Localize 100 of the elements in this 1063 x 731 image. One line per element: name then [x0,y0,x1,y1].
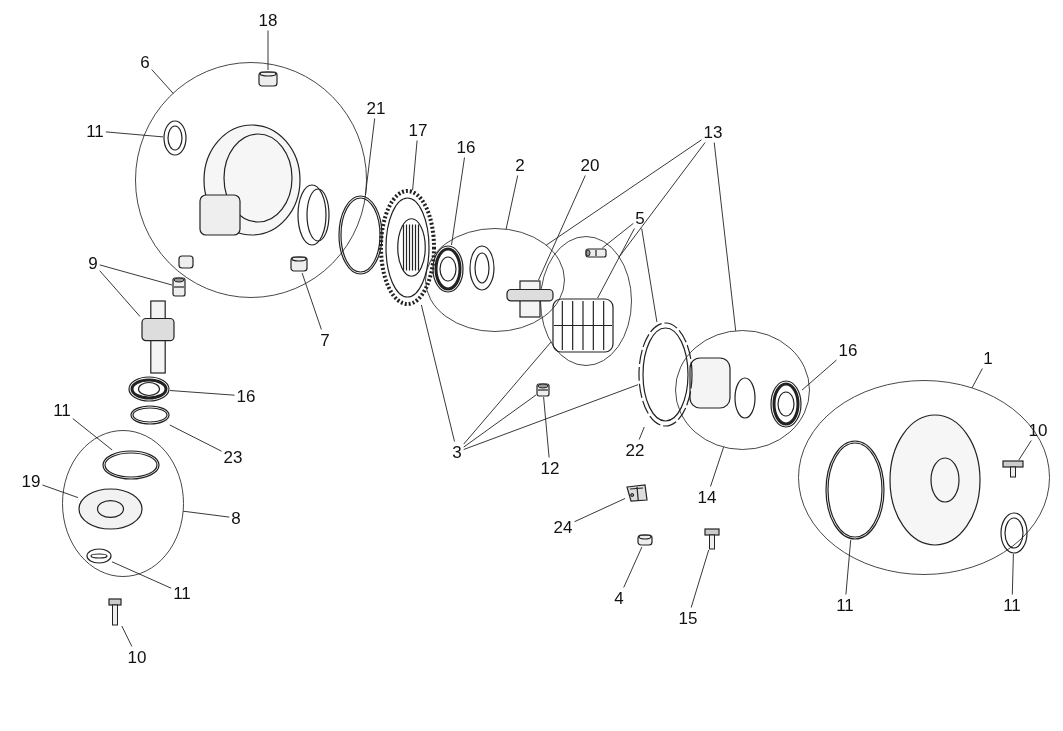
leader-line [601,222,634,249]
leader-line [105,131,164,138]
callout-number: 11 [53,401,71,419]
leader-line [99,264,173,286]
ball-bearing [770,380,802,428]
assembly-outline [540,236,632,366]
ball-bearing [432,245,464,293]
roller-cage [552,298,614,353]
leader-line [72,418,113,451]
callout-number: 16 [236,387,256,405]
pin [585,248,607,258]
callout-number: 11 [836,596,854,614]
callout-number: 3 [452,443,462,461]
callout-number: 24 [553,518,573,536]
leader-line [463,394,537,448]
callout-number: 1 [983,349,993,367]
shaft [140,300,176,374]
assembly-outline [425,228,565,332]
callout-number: 12 [540,459,560,477]
leader-line [1018,440,1032,461]
pin [172,277,186,297]
bolt [108,598,122,626]
callout-number: 2 [515,156,525,174]
leader-line [463,341,552,445]
plug [637,533,653,547]
leader-line [713,142,737,332]
callout-number: 11 [173,584,191,602]
callout-number: 14 [697,488,717,506]
oil-seal [1000,512,1028,554]
leader-line [505,175,519,230]
leader-line [169,390,235,396]
callout-number: 11 [1003,596,1021,614]
leader-line [623,546,643,588]
plug [258,70,278,88]
leader-line [364,118,376,196]
leader-line [690,549,710,608]
leader-line [451,157,465,246]
callout-number: 10 [1028,421,1048,439]
callout-number: 7 [320,331,330,349]
leader-line [574,498,626,523]
callout-number: 20 [580,156,600,174]
leader-line [267,30,269,71]
leader-line [543,396,550,458]
ball-bearing [128,376,170,402]
callout-number: 23 [223,448,243,466]
callout-number: 22 [625,441,645,459]
shaft [505,280,555,318]
leader-line [538,175,586,281]
assembly-outline [62,430,184,577]
callout-number: 16 [456,138,476,156]
leader-line [845,539,852,595]
callout-number: 19 [21,472,41,490]
leader-line [463,384,639,450]
cover-plate [78,488,143,530]
callout-number: 5 [635,209,645,227]
leader-line [182,510,230,518]
o-ring [102,450,160,480]
assembly-outline [675,330,810,450]
o-ring [130,405,170,425]
leader-line [801,359,837,391]
leader-line [618,142,706,258]
callout-number: 9 [88,254,98,272]
leader-line [151,69,174,94]
o-ring [825,440,885,540]
leader-line [638,426,645,440]
callout-number: 8 [231,509,241,527]
leader-line [1011,553,1014,595]
callout-number: 11 [86,122,104,140]
assembly-outline [798,380,1050,575]
plug [290,255,308,273]
o-ring [338,195,383,275]
callout-number: 15 [678,609,698,627]
callout-number: 4 [614,589,624,607]
retainer-plate [638,322,693,427]
leader-line [710,446,725,487]
callout-number: 18 [258,11,278,29]
clip [625,483,649,503]
leader-line [169,424,222,452]
bolt [1002,460,1024,478]
leader-line [111,561,172,589]
leader-line [301,272,322,330]
callout-number: 16 [838,341,858,359]
leader-line [412,140,418,191]
callout-number: 21 [366,99,386,117]
leader-line [420,304,455,442]
callout-number: 10 [127,648,147,666]
leader-line [42,484,79,499]
oil-seal [86,548,112,564]
pin [536,383,550,397]
oil-seal [163,120,187,156]
leader-line [545,139,702,246]
leader-line [597,228,635,299]
callout-number: 6 [140,53,150,71]
leader-line [971,368,983,389]
callout-number: 13 [703,123,723,141]
bolt [704,528,720,550]
callout-number: 17 [408,121,428,139]
leader-line [99,270,141,317]
leader-line [641,228,658,323]
leader-line [121,625,133,647]
